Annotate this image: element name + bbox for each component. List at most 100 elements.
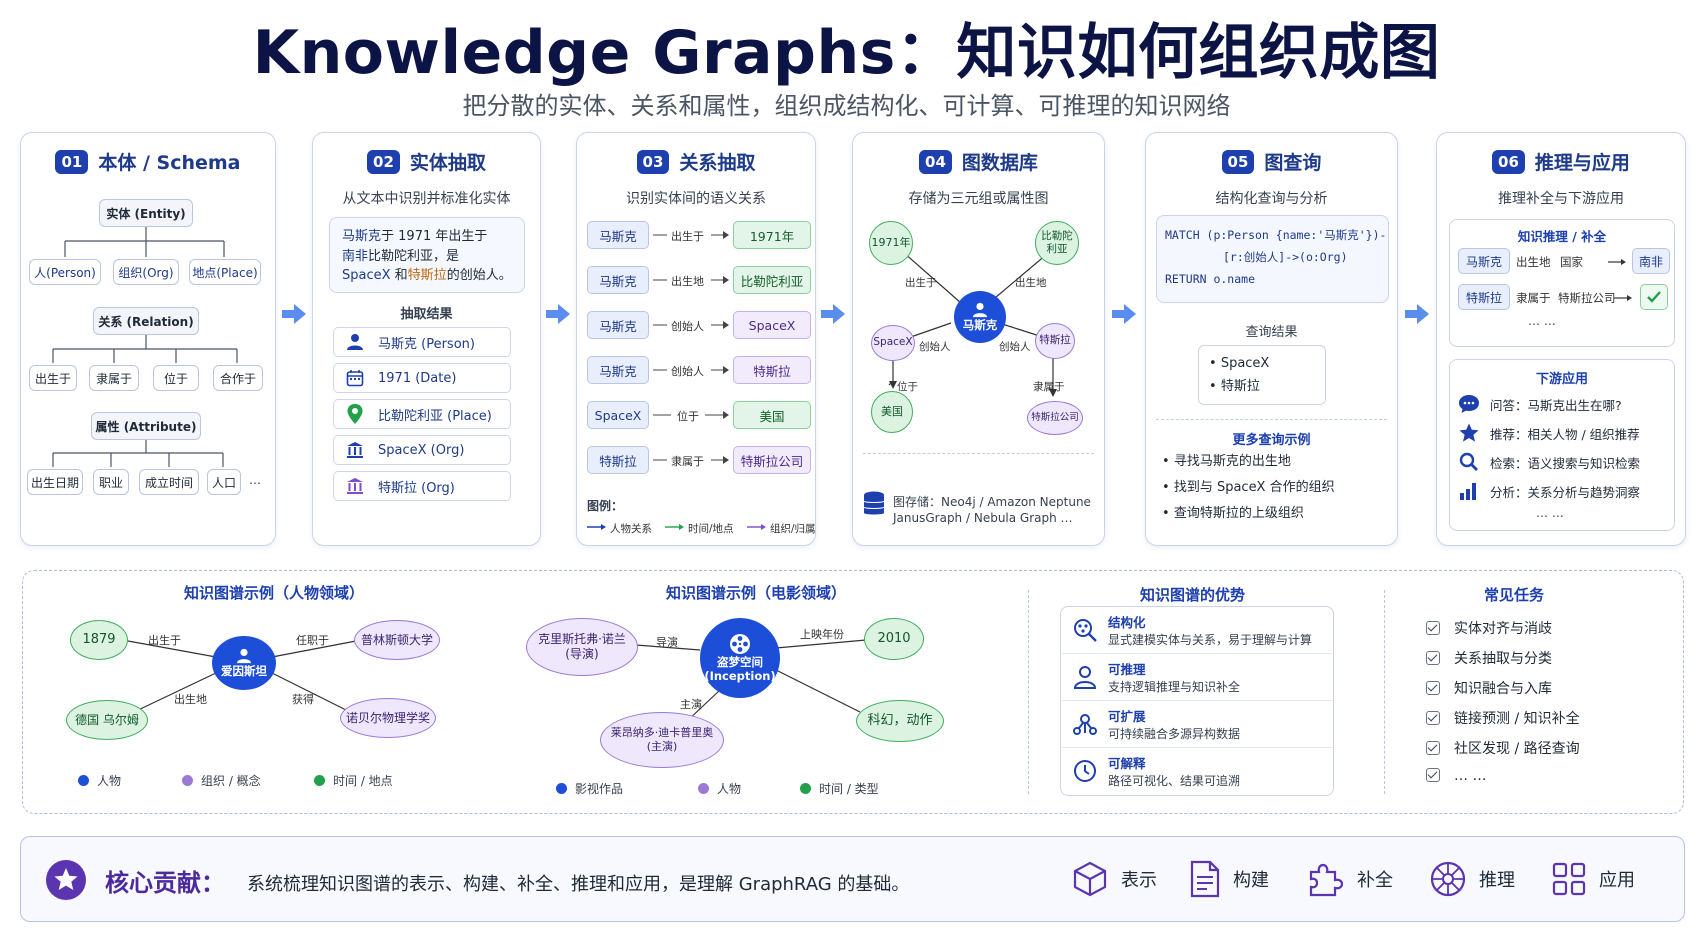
arrow-right-icon (1608, 259, 1626, 265)
card-number: 01 (55, 149, 89, 174)
relation-row: 马斯克 出生地 比勒陀利亚 (587, 266, 811, 294)
app-item: 推荐：相关人物 / 组织推荐 (1458, 423, 1640, 443)
entity-row: 1971 (Date) (333, 363, 511, 393)
card-number: 02 (367, 149, 400, 174)
query-code-box: MATCH (p:Person {name:'马斯克'})- [r:创始人]->… (1156, 215, 1389, 303)
storage-line: 图存储：Neo4j / Amazon Neptune (893, 495, 1091, 509)
entity-label: 比勒陀利亚 (Place) (378, 408, 492, 424)
location-pin-icon (347, 404, 363, 424)
document-icon (1190, 860, 1220, 898)
relation-type: 出生于 (671, 230, 704, 243)
inference-title: 知识推理 / 补全 (1517, 229, 1607, 244)
legend-title: 图例： (587, 499, 624, 513)
entity-label: 特斯拉 (Org) (378, 480, 455, 496)
query-example: • 查询特斯拉的上级组织 (1162, 506, 1304, 521)
schema-attribute-type: 职业 (93, 469, 129, 495)
card-number: 05 (1221, 149, 1255, 174)
entity-row: SpaceX (Org) (333, 435, 511, 465)
checkbox-icon (1426, 681, 1440, 695)
entity-label: 马斯克 (Person) (378, 336, 475, 352)
result-item: • SpaceX (1209, 356, 1270, 371)
card-subtitle: 推理补全与下游应用 (1498, 191, 1624, 207)
relation-row: SpaceX 位于 美国 (587, 401, 811, 429)
flow-arrow-icon (1112, 304, 1136, 324)
relation-tail: 1971年 (733, 221, 811, 249)
checkbox-icon (1426, 621, 1440, 635)
text-fragment: 和 (390, 268, 408, 283)
relation-tail: SpaceX (733, 311, 811, 339)
result-item: • 特斯拉 (1209, 379, 1260, 394)
query-result-title: 查询结果 (1245, 325, 1298, 340)
apps-more: … … (1536, 506, 1564, 520)
code-line: RETURN o.name (1165, 272, 1256, 286)
edge-label: 创始人 (919, 341, 951, 353)
graph-node: 1971年 (869, 221, 913, 265)
legend-item: 影视作品 (556, 780, 623, 797)
edge-label: 位于 (897, 381, 918, 393)
movie-graph-node: 莱昂纳多·迪卡普里奥 (主演) (600, 712, 724, 768)
schema-tree-lines (52, 227, 238, 467)
puzzle-icon (1309, 863, 1344, 897)
highlight-person: 马斯克 (342, 229, 382, 244)
relation-tail: 特斯拉公司 (733, 446, 811, 474)
card-subtitle: 识别实体间的语义关系 (626, 191, 766, 207)
card-title: 图数据库 (961, 152, 1038, 174)
legend-item: 时间 / 类型 (800, 780, 879, 797)
person-graph-center: 爱因斯坦 (212, 636, 276, 690)
footer-item-label: 表示 (1121, 870, 1157, 891)
building-icon (347, 478, 363, 494)
example-movie-title: 知识图谱示例（电影领域） (666, 584, 847, 602)
advantages-title: 知识图谱的优势 (1140, 586, 1246, 604)
network-icon (1073, 714, 1097, 735)
highlight-org: SpaceX (342, 268, 391, 283)
text-fragment: 于 1971 年出生于 (381, 229, 488, 244)
schema-attribute: 属性 (Attribute) (91, 412, 201, 440)
movie-graph-node: 科幻，动作 (856, 700, 944, 742)
advantage-item: 可扩展 可持续融合多源异构数据 (1062, 702, 1332, 748)
person-icon (236, 648, 252, 663)
graph-node: 比勒陀 利亚 (1035, 221, 1079, 265)
query-example: • 寻找马斯克的出生地 (1162, 454, 1291, 469)
divider (1156, 419, 1387, 420)
entity-label: SpaceX (Org) (378, 442, 465, 458)
tasks-title: 常见任务 (1484, 586, 1545, 604)
section-divider (1028, 590, 1029, 794)
advantage-title: 可扩展 (1108, 709, 1146, 724)
text-fragment: 的创始人。 (446, 268, 512, 283)
relation-head: 马斯克 (587, 266, 649, 294)
legend-item: 人物 (78, 772, 121, 789)
schema-relation-type: 出生于 (29, 365, 77, 391)
relation-type: 创始人 (671, 365, 704, 378)
person-graph-node: 普林斯顿大学 (354, 620, 440, 660)
core-contribution-label: 核心贡献： (105, 869, 225, 897)
schema-relation-type: 合作于 (213, 365, 263, 391)
downstream-box: 下游应用 问答：马斯克出生在哪? 推荐：相关人物 / 组织推荐 检索：语义搜索与… (1449, 359, 1675, 531)
schema-relation: 关系 (Relation) (93, 307, 199, 335)
entity-row: 特斯拉 (Org) (333, 471, 511, 501)
legend-arrows (587, 524, 766, 530)
graph-arrowheads (889, 381, 1057, 397)
arrow-right-icon (1614, 295, 1632, 301)
footer-item-reason: 推理 (1429, 859, 1515, 899)
node-label: 爱因斯坦 (221, 663, 267, 678)
graph-node: SpaceX (871, 325, 915, 361)
advantage-desc: 支持逻辑推理与知识补全 (1108, 680, 1241, 694)
inference-tail: 南非 (1632, 248, 1670, 274)
task-item: … … (1426, 768, 1486, 784)
relation-head: SpaceX (587, 401, 649, 429)
person-graph-node: 诺贝尔物理学奖 (340, 698, 436, 738)
star-badge-icon (46, 860, 86, 900)
arrow-right-icon (653, 366, 729, 374)
relation-type: 创始人 (671, 320, 704, 333)
relation-row: 特斯拉 隶属于 特斯拉公司 (587, 446, 811, 474)
advantage-title: 可推理 (1108, 662, 1146, 677)
footer-item-label: 推理 (1479, 870, 1515, 891)
entity-row: 比勒陀利亚 (Place) (333, 399, 511, 429)
footer-item-complete: 补全 (1307, 859, 1393, 899)
edge-label: 出生地 (174, 693, 207, 706)
task-item: 实体对齐与消歧 (1426, 618, 1552, 638)
edge-label: 获得 (292, 693, 314, 706)
